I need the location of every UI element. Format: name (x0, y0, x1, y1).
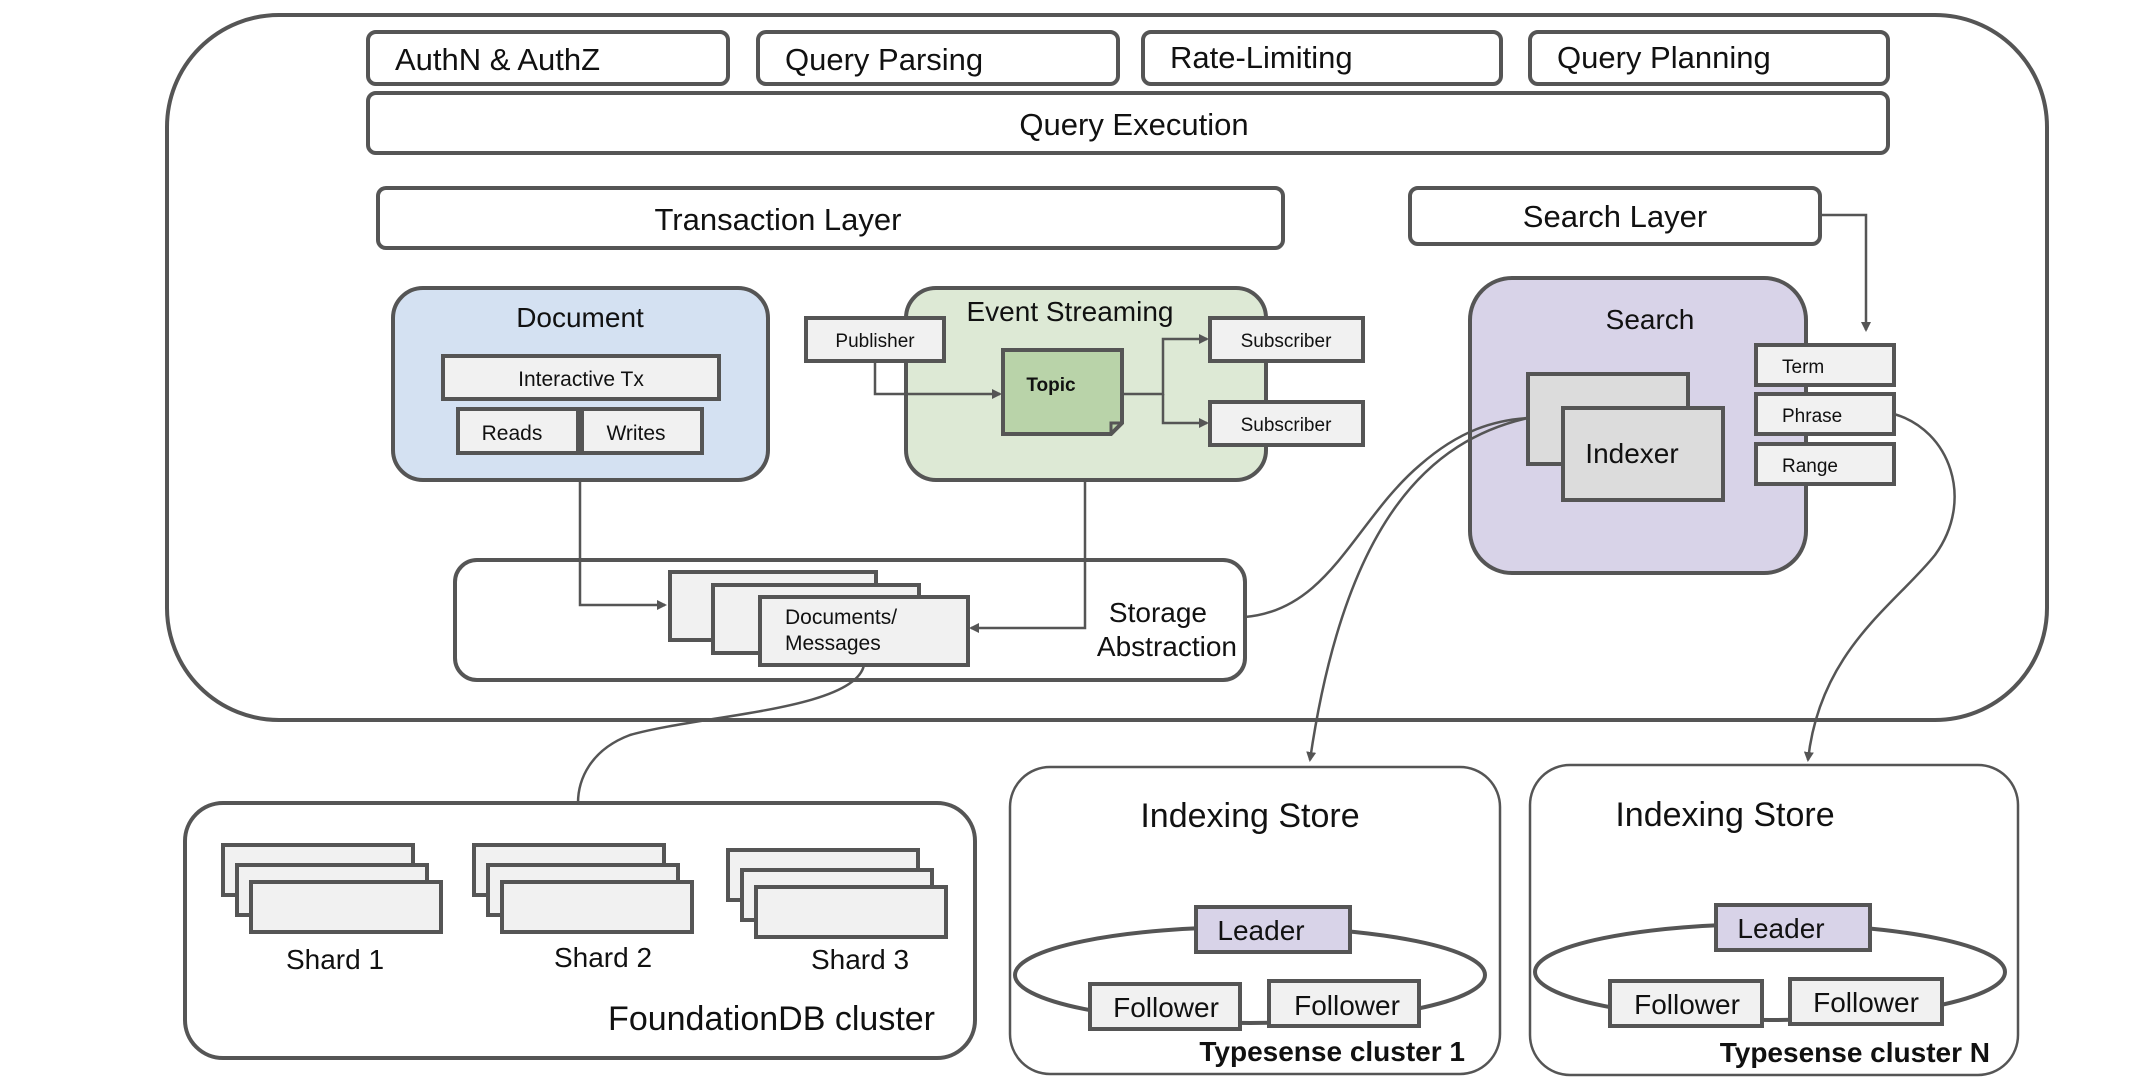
shard-3-label: Shard 3 (811, 944, 909, 975)
leader-n-label: Leader (1737, 913, 1824, 944)
follower-1a-box (1088, 982, 1242, 1031)
query-execution-label: Query Execution (1019, 107, 1248, 142)
documents-messages-box (758, 595, 970, 667)
storage-abstraction: Documents/ Messages Storage Abstraction (453, 558, 1247, 682)
shard-1-stack (221, 843, 443, 934)
storage-label-line2: Abstraction (1097, 631, 1237, 662)
event-streaming-to-storage-arrow (969, 480, 1087, 633)
search-layer-to-term-arrow (1820, 213, 1871, 332)
subscriber-1-label: Subscriber (1241, 331, 1332, 352)
shard-3-stack (726, 848, 948, 939)
typesense-cluster-1: Indexing Store Leader Follower Follower … (1008, 765, 1502, 1076)
indexer-box (1561, 406, 1725, 502)
event-streaming-component: Event Streaming Publisher Topic Subscrib… (804, 286, 1365, 482)
topic-note (1001, 348, 1124, 436)
follower-nb-label: Follower (1813, 987, 1919, 1018)
shard-2-label: Shard 2 (554, 942, 652, 973)
query-parsing-box: Query Parsing (756, 30, 1120, 86)
indexer-to-typesense-1-arrow (1306, 416, 1529, 762)
indexing-store-1-title: Indexing Store (1140, 797, 1359, 835)
writes-label: Writes (606, 422, 665, 445)
subscriber-2-label: Subscriber (1241, 415, 1332, 436)
follower-na-box (1608, 979, 1764, 1028)
foundationdb-title: FoundationDB cluster (608, 1000, 935, 1038)
phrase-to-typesense-n-arrow (1803, 412, 1956, 762)
typesense-n-cluster-label: Typesense cluster N (1720, 1037, 1990, 1068)
topic-to-subscriber-1-arrow (1122, 334, 1209, 396)
query-planning-label: Query Planning (1557, 40, 1771, 75)
storage-label-line1: Storage (1109, 597, 1207, 628)
transaction-layer-label: Transaction Layer (655, 202, 902, 237)
shard-2-stack (472, 843, 694, 934)
rate-limiting-label: Rate-Limiting (1170, 40, 1353, 75)
search-layer-label: Search Layer (1523, 199, 1707, 234)
query-parsing-label: Query Parsing (785, 42, 983, 77)
indexing-store-n-title: Indexing Store (1615, 796, 1834, 834)
documents-label-line2: Messages (785, 632, 881, 655)
follower-1a-label: Follower (1113, 992, 1219, 1023)
indexer-label: Indexer (1585, 438, 1678, 469)
topic-to-subscriber-2-arrow (1161, 394, 1209, 428)
term-label: Term (1782, 357, 1824, 378)
query-execution-box: Query Execution (366, 91, 1890, 155)
follower-1b-label: Follower (1294, 990, 1400, 1021)
documents-label-line1: Documents/ (785, 606, 897, 629)
document-component: Document Interactive Tx Reads Writes (391, 286, 770, 482)
phrase-label: Phrase (1782, 406, 1842, 427)
authn-box: AuthN & AuthZ (366, 30, 730, 86)
storage-to-foundationdb-curve (576, 664, 866, 804)
search-title: Search (1606, 304, 1695, 335)
transaction-layer-box: Transaction Layer (376, 186, 1285, 250)
range-label: Range (1782, 456, 1838, 477)
search-layer-box: Search Layer (1408, 186, 1822, 246)
publisher-label: Publisher (835, 331, 915, 352)
document-title: Document (516, 302, 644, 333)
shard-1-label: Shard 1 (286, 944, 384, 975)
document-to-storage-arrow (578, 480, 667, 610)
leader-1-box (1194, 905, 1352, 954)
connectors (576, 213, 1956, 804)
topic-label: Topic (1026, 375, 1076, 396)
query-planning-box: Query Planning (1528, 30, 1890, 86)
leader-1-label: Leader (1217, 915, 1304, 946)
typesense-cluster-n: Indexing Store Leader Follower Follower … (1528, 763, 2020, 1077)
reads-label: Reads (482, 422, 543, 445)
event-streaming-title: Event Streaming (967, 296, 1174, 327)
leader-n-box (1714, 903, 1872, 952)
follower-nb-box (1788, 977, 1944, 1026)
follower-na-label: Follower (1634, 989, 1740, 1020)
rate-limiting-box: Rate-Limiting (1141, 30, 1503, 86)
authn-label: AuthN & AuthZ (395, 42, 600, 77)
typesense-1-cluster-label: Typesense cluster 1 (1199, 1036, 1465, 1067)
foundationdb-cluster: Shard 1 Shard 2 Shard 3 FoundationDB clu… (183, 801, 977, 1060)
storage-to-indexer-curve (1244, 416, 1529, 619)
publisher-to-topic-arrow (873, 361, 1002, 399)
interactive-tx-label: Interactive Tx (518, 368, 644, 391)
follower-1b-box (1267, 979, 1421, 1028)
search-component: Search Indexer Term Phrase Range (1468, 276, 1896, 575)
